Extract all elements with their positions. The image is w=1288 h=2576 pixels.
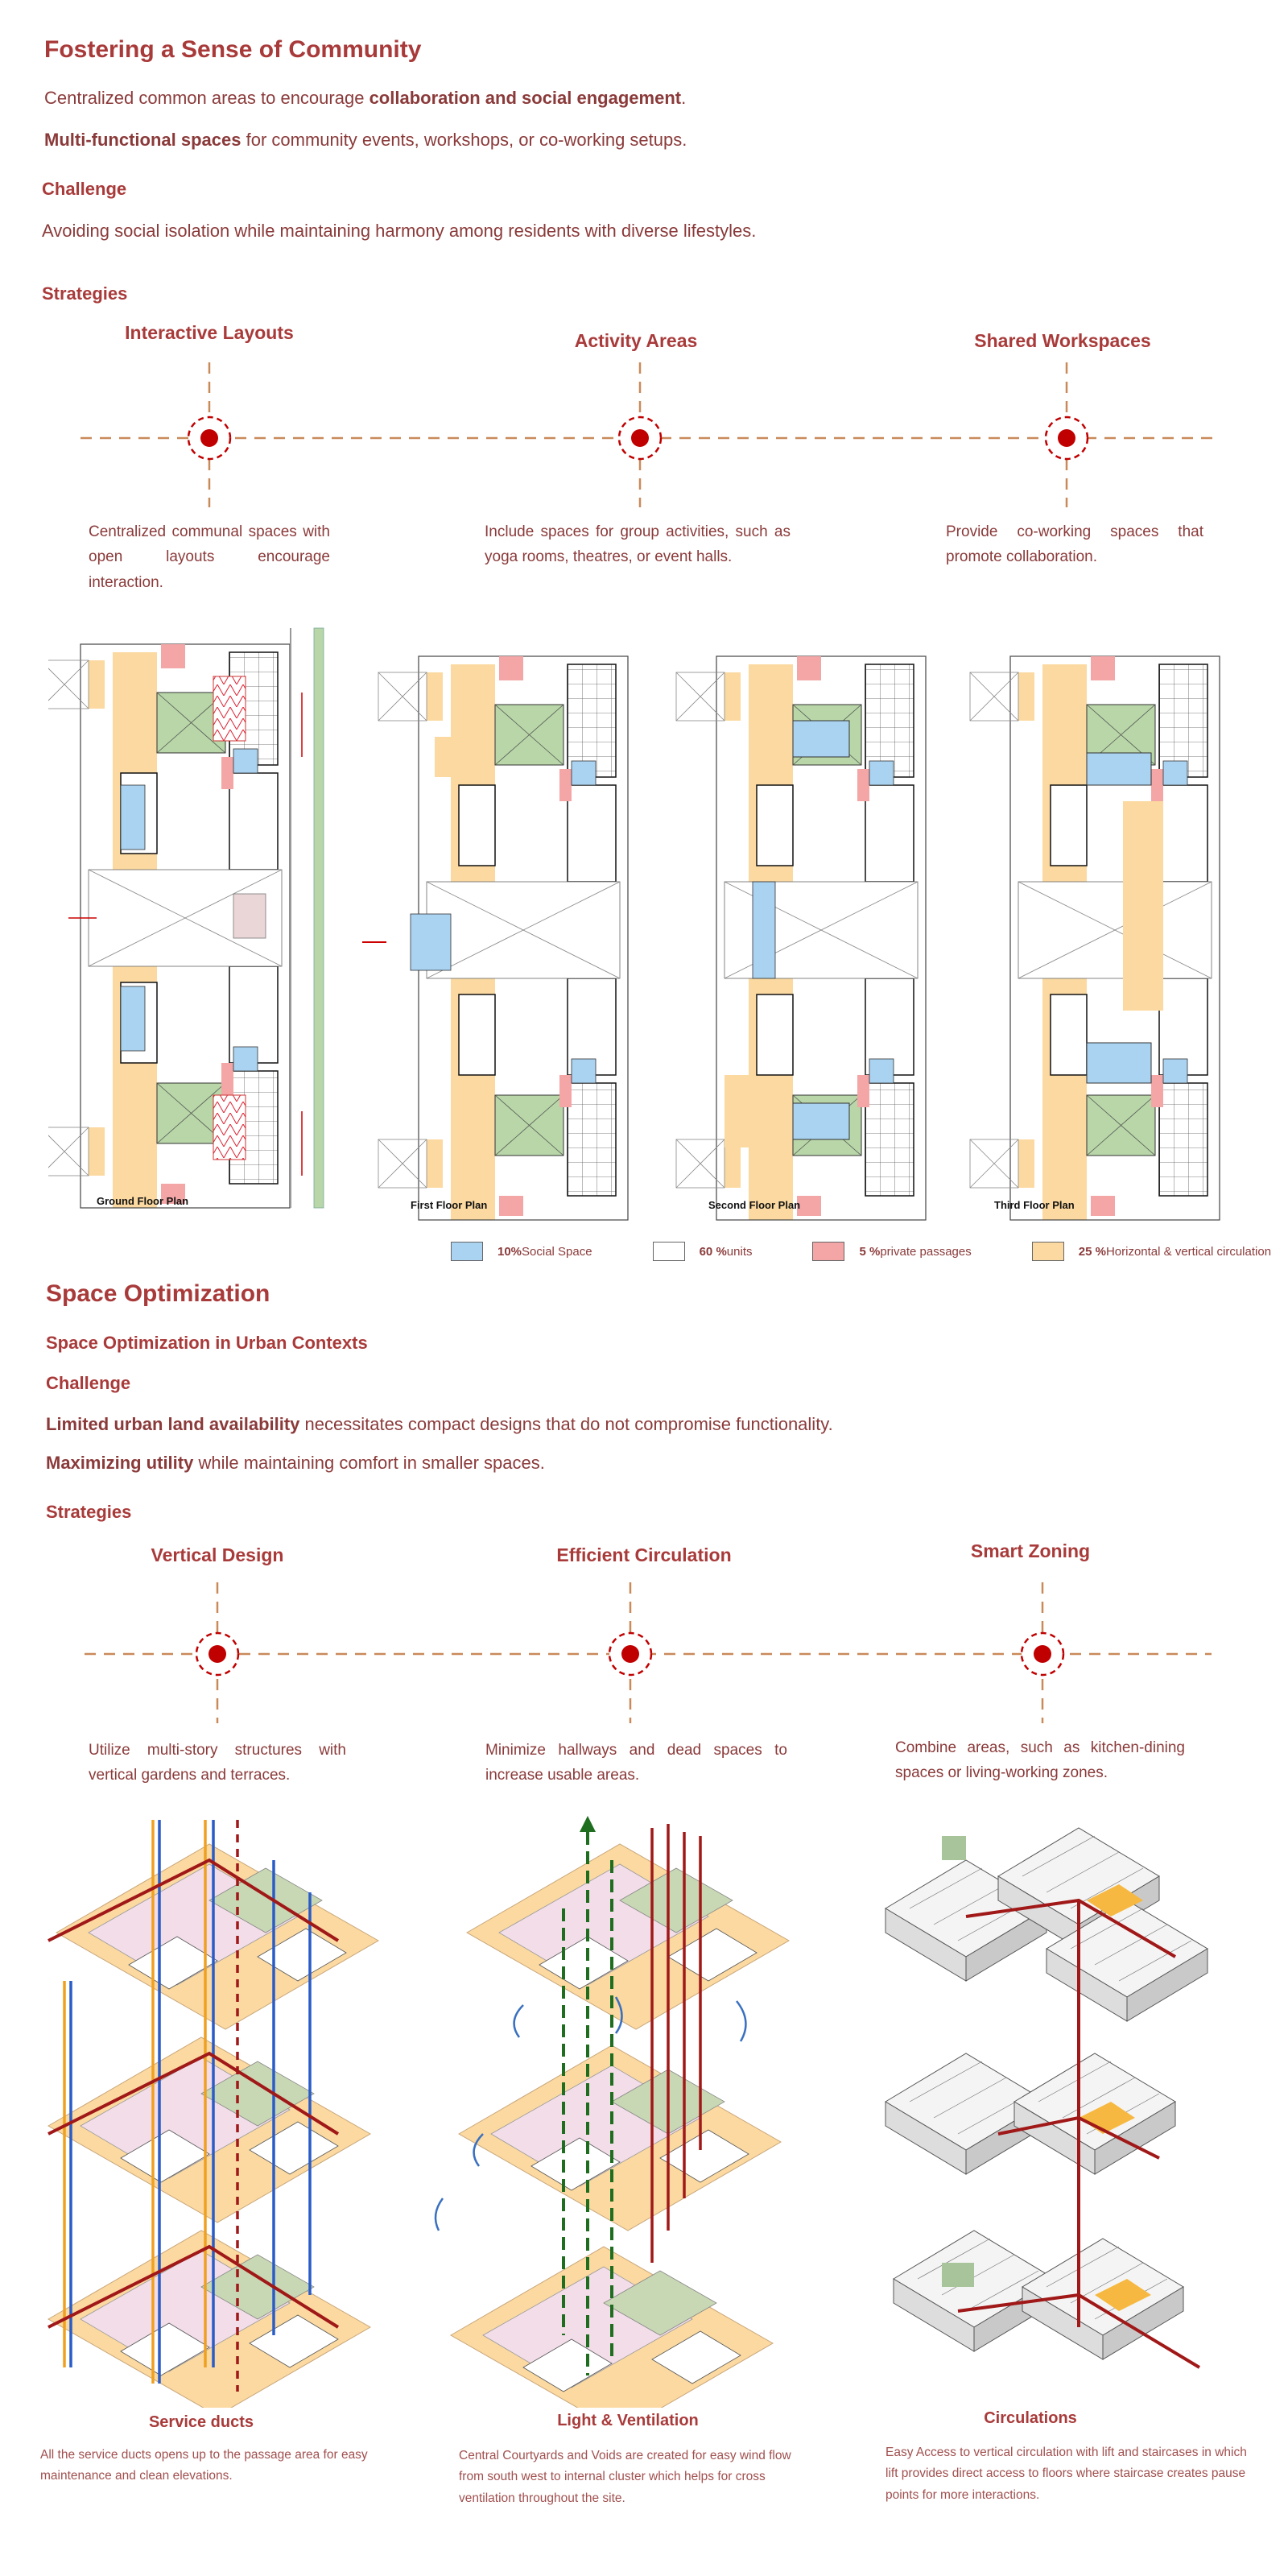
strategies-heading: Strategies	[42, 283, 128, 304]
floor-plans-figure: Ground Floor Plan First Floor Plan Secon…	[48, 627, 1220, 1221]
strategy-desc-zoning: Combine areas, such as kitchen-dining sp…	[895, 1739, 1185, 1782]
strategy-title-activity: Activity Areas	[574, 330, 698, 351]
timeline2-node-1	[195, 1582, 240, 1723]
section2-line-1: Limited urban land availability necessit…	[46, 1413, 833, 1437]
intro-line-1: Centralized common areas to encourage co…	[44, 87, 686, 110]
legend-units: 60 % units	[652, 1242, 753, 1261]
strategy-desc-activity: Include spaces for group activities, suc…	[485, 523, 791, 566]
challenge-heading: Challenge	[42, 179, 127, 199]
strategy-title-workspaces: Shared Workspaces	[974, 330, 1151, 351]
section2-line-1-text: necessitates compact designs that do not…	[299, 1414, 833, 1434]
intro-line-2: Multi-functional spaces for community ev…	[44, 129, 687, 152]
intro-2-bold: Multi-functional spaces	[44, 130, 242, 150]
timeline2-node-2	[608, 1582, 653, 1723]
caption-service-ducts: All the service ducts opens up to the pa…	[40, 2448, 368, 2483]
section2-line-1-bold: Limited urban land availability	[46, 1414, 300, 1434]
caption-light-ventilation: Central Courtyards and Voids are created…	[459, 2449, 791, 2505]
legend-swatch-social	[451, 1242, 483, 1261]
legend-pct-social: 10%	[497, 1244, 522, 1259]
legend-swatch-units	[652, 1242, 685, 1261]
first-floor-plan	[362, 655, 629, 1221]
plan-label-third: Third Floor Plan	[994, 1199, 1075, 1211]
legend-label-circulation: Horizontal & vertical circulation	[1105, 1244, 1272, 1259]
caption-title-circulations: Circulations	[984, 2409, 1077, 2427]
legend-label-social: Social Space	[522, 1244, 592, 1259]
legend-circulation: 25 % Horizontal & vertical circulation	[1031, 1242, 1272, 1261]
intro-1-bold: collaboration and social engagement	[369, 88, 682, 108]
strategy-timeline-1	[80, 362, 1216, 507]
third-floor-plan	[969, 655, 1220, 1221]
legend-pct-units: 60 %	[699, 1244, 727, 1259]
section2-line-2: Maximizing utility while maintaining com…	[46, 1452, 545, 1475]
second-floor-plan	[675, 655, 927, 1221]
strategy-desc-circulation: Minimize hallways and dead spaces to inc…	[485, 1742, 787, 1784]
strategy-desc-workspaces: Provide co-working spaces that promote c…	[946, 523, 1203, 566]
caption-title-light-ventilation: Light & Ventilation	[557, 2412, 699, 2429]
ground-floor-plan	[48, 627, 324, 1209]
section2-challenge-heading: Challenge	[46, 1373, 131, 1393]
intro-1-text: Centralized common areas to encourage	[44, 88, 369, 108]
legend-pct-passages: 5 %	[859, 1244, 881, 1259]
section-title-space-optimization: Space Optimization	[46, 1280, 270, 1307]
diagram-light-ventilation	[434, 1816, 790, 2408]
timeline-node-3	[1044, 362, 1089, 507]
plan-label-first: First Floor Plan	[411, 1199, 487, 1211]
strategy-desc-vertical: Utilize multi-story structures with vert…	[89, 1742, 346, 1784]
legend-passages: 5 % private passages	[812, 1242, 972, 1261]
legend-pct-circulation: 25 %	[1078, 1244, 1106, 1259]
legend-swatch-passages	[812, 1242, 845, 1261]
section-title-community: Fostering a Sense of Community	[44, 36, 422, 63]
section2-line-2-bold: Maximizing utility	[46, 1453, 194, 1473]
strategy-title-circulation: Efficient Circulation	[556, 1544, 732, 1565]
diagram-circulations	[885, 1827, 1208, 2369]
timeline-node-2	[617, 362, 663, 507]
intro-1-end: .	[681, 88, 687, 108]
section2-strategies-heading: Strategies	[46, 1502, 132, 1522]
section2-subtitle: Space Optimization in Urban Contexts	[46, 1333, 368, 1353]
plan-legend: 10% Social Space 60 % units 5 % private …	[451, 1242, 1271, 1261]
caption-circulations: Easy Access to vertical circulation with…	[886, 2446, 1247, 2502]
timeline-node-1	[187, 362, 232, 507]
timeline2-node-3	[1020, 1582, 1065, 1723]
diagram-service-ducts	[47, 1820, 379, 2408]
plan-label-ground: Ground Floor Plan	[97, 1195, 188, 1207]
section2-line-2-text: while maintaining comfort in smaller spa…	[193, 1453, 545, 1473]
caption-title-service-ducts: Service ducts	[148, 2413, 254, 2431]
legend-label-units: units	[726, 1244, 753, 1259]
strategy-timeline-2	[85, 1582, 1212, 1723]
strategy-title-vertical: Vertical Design	[151, 1544, 284, 1565]
legend-social: 10% Social Space	[451, 1242, 592, 1261]
plan-label-second: Second Floor Plan	[708, 1199, 800, 1211]
strategy-desc-interactive: Centralized communal spaces with open la…	[89, 523, 330, 591]
strategy-title-zoning: Smart Zoning	[970, 1540, 1091, 1561]
legend-swatch-circulation	[1031, 1242, 1064, 1261]
axonometric-diagrams	[47, 1816, 1208, 2408]
intro-2-text: for community events, workshops, or co-w…	[241, 130, 687, 150]
strategy-title-interactive: Interactive Layouts	[125, 322, 294, 343]
challenge-text: Avoiding social isolation while maintain…	[42, 221, 757, 241]
legend-label-passages: private passages	[880, 1244, 972, 1259]
